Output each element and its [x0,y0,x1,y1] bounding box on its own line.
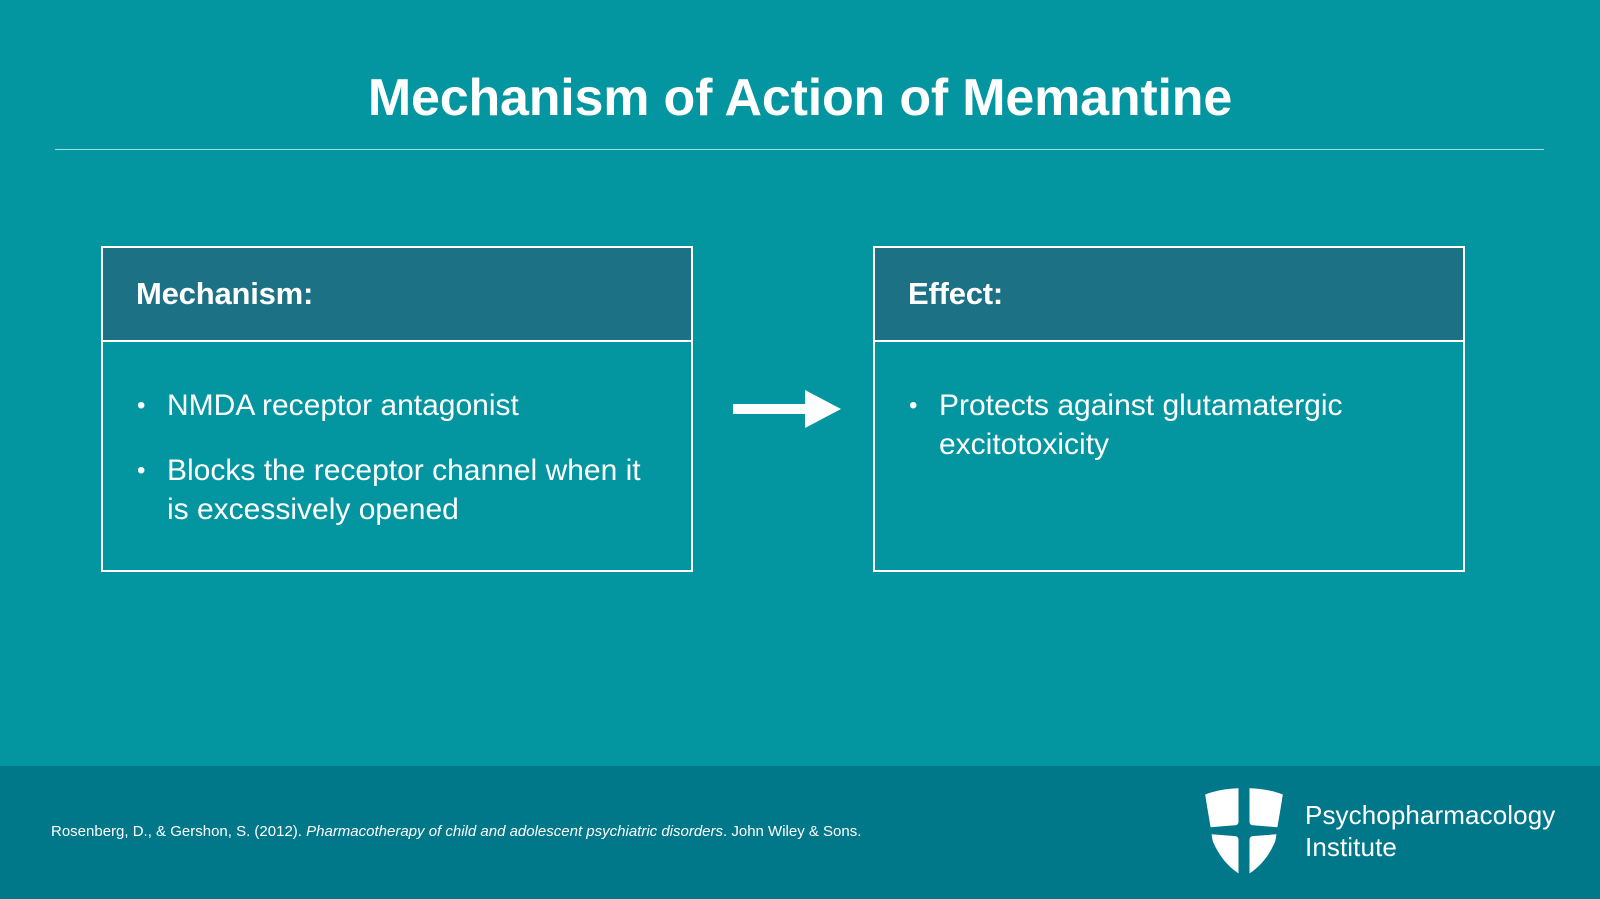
citation-authors: Rosenberg, D., & Gershon, S. (2012). [51,823,307,840]
citation-publisher: . John Wiley & Sons. [723,823,862,840]
title-divider [55,149,1544,150]
mechanism-panel-header: Mechanism: [103,248,691,342]
right-arrow-icon [733,390,841,428]
brand-name-line1: Psychopharmacology [1305,800,1556,830]
effect-panel-heading: Effect: [908,276,1004,311]
page-title: Mechanism of Action of Memantine [367,69,1233,127]
list-item: NMDA receptor antagonist [129,386,665,425]
list-item: Protects against glutamatergic excitotox… [901,386,1437,464]
effect-panel-header: Effect: [875,248,1463,342]
citation-text: Rosenberg, D., & Gershon, S. (2012). Pha… [51,822,861,842]
effect-panel: Effect: Protects against glutamatergic e… [873,246,1465,572]
mechanism-panel-heading: Mechanism: [136,276,314,311]
brand-logo: Psychopharmacology Institute [1203,776,1555,886]
mechanism-panel: Mechanism: NMDA receptor antagonist Bloc… [101,246,693,572]
list-item: Blocks the receptor channel when it is e… [129,451,665,529]
footer-bar: Rosenberg, D., & Gershon, S. (2012). Pha… [0,766,1600,899]
effect-bullet-list: Protects against glutamatergic excitotox… [901,386,1437,464]
mechanism-panel-body: NMDA receptor antagonist Blocks the rece… [103,342,691,570]
citation-title: Pharmacotherapy of child and adolescent … [306,823,724,840]
brand-name: Psychopharmacology Institute [1305,799,1555,863]
shield-logo-icon [1205,788,1283,874]
brand-name-line2: Institute [1305,832,1397,862]
mechanism-bullet-list: NMDA receptor antagonist Blocks the rece… [129,386,665,529]
effect-panel-body: Protects against glutamatergic excitotox… [875,342,1463,570]
